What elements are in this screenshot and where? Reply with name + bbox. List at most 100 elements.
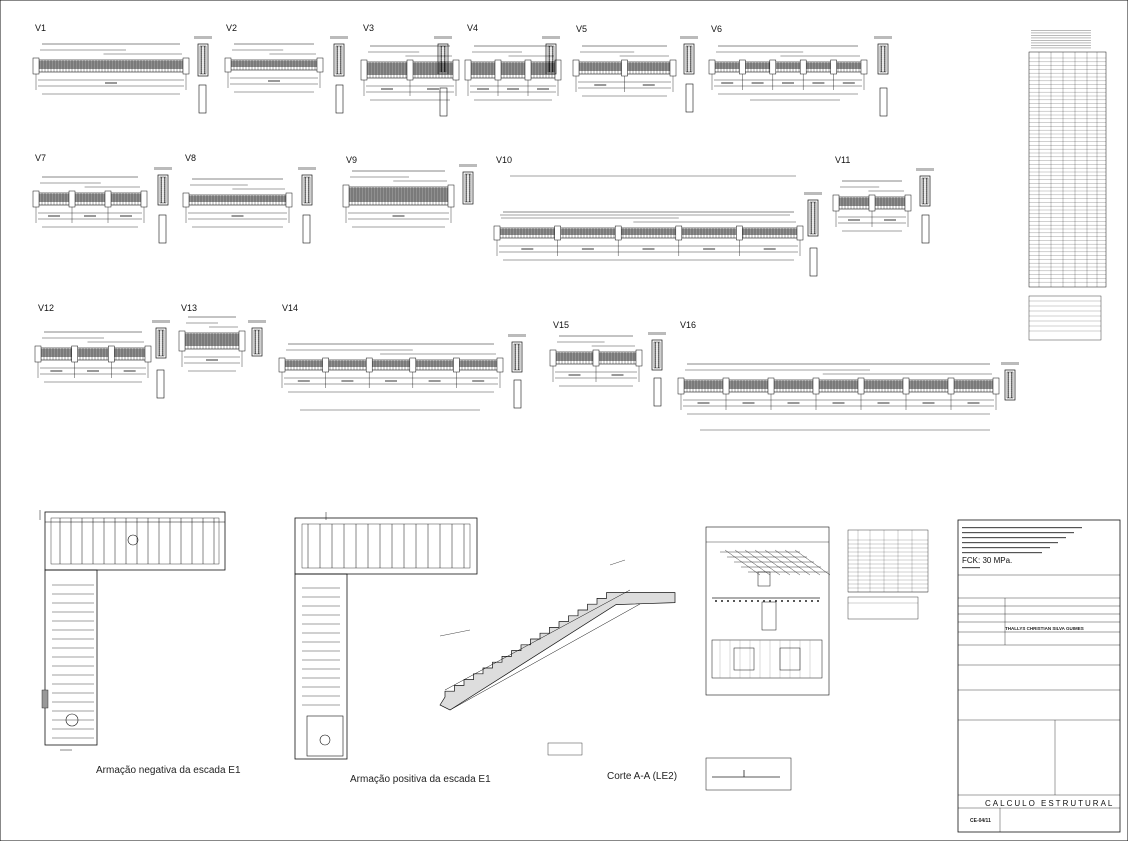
rebar-dot: [551, 50, 554, 52]
support-box: [182, 192, 190, 208]
rebar-dot: [880, 46, 883, 48]
rebar-dot: [775, 600, 777, 602]
caption-positive-stair: Armação positiva da escada E1: [350, 774, 491, 785]
rebar-dot: [811, 600, 813, 602]
rebar-dot: [654, 350, 657, 352]
rebar-dot: [657, 358, 660, 360]
rebar-dot: [880, 48, 883, 50]
rebar-dot: [925, 186, 928, 188]
support-box: [736, 225, 743, 241]
rebar-dot: [880, 58, 883, 60]
rebar-dot: [161, 330, 164, 332]
section-stirrup: [513, 343, 521, 371]
rebar-dot: [689, 50, 692, 52]
stirrup-detail-v1: [198, 84, 207, 114]
rebar-dot: [465, 200, 468, 202]
rebar-dot: [160, 187, 163, 189]
rebar-dot: [925, 192, 928, 194]
rebar-dot: [440, 50, 443, 52]
rebar-dot: [883, 46, 886, 48]
section-outline: [437, 43, 449, 75]
support-box: [722, 377, 730, 395]
support-box: [832, 194, 840, 212]
beams-layer: [32, 36, 1019, 431]
beam-v3: [360, 45, 460, 101]
rebar-dot: [161, 336, 164, 338]
rebar-dot: [307, 185, 310, 187]
rebar-dot: [304, 197, 307, 199]
rebar-dot: [654, 356, 657, 358]
rebar-dot: [339, 62, 342, 64]
dim-label-block: [967, 402, 980, 404]
rebar-dot: [304, 183, 307, 185]
support-box: [322, 357, 329, 373]
stirrup-detail-v2: [335, 84, 344, 114]
rebar-dot: [339, 60, 342, 62]
grid-bar: [754, 549, 791, 576]
rebar-dot: [551, 60, 554, 62]
support-box: [32, 57, 40, 75]
rebar-dot: [160, 189, 163, 191]
rebar-dot: [654, 366, 657, 368]
rebar-dot: [257, 340, 260, 342]
support-box: [453, 357, 460, 373]
drain-circle: [319, 734, 331, 746]
rebar-dot: [733, 600, 735, 602]
dim-label-block: [697, 402, 710, 404]
rebar-dot: [813, 210, 816, 212]
rebar-dot: [793, 600, 795, 602]
rebar-dot: [443, 46, 446, 48]
rebar-dot: [883, 66, 886, 68]
rebar-dot: [689, 62, 692, 64]
base-box: [306, 715, 344, 757]
section-v14: [508, 334, 526, 373]
section-outline: [511, 341, 523, 373]
table-head-text: [1031, 47, 1091, 49]
rebar-table: [1028, 30, 1107, 341]
rebar-dot: [304, 185, 307, 187]
rebar-dot: [810, 204, 813, 206]
rebar-dot: [158, 340, 161, 342]
rebar-dot: [551, 66, 554, 68]
rebar-dot: [443, 48, 446, 50]
rebar-dot: [254, 340, 257, 342]
rebar-dot: [161, 352, 164, 354]
rebar-dot: [465, 196, 468, 198]
rebar-dot: [922, 202, 925, 204]
rebar-dot: [203, 50, 206, 52]
rebar-dot: [336, 50, 339, 52]
rebar-dot: [307, 177, 310, 179]
rebar-dot: [813, 232, 816, 234]
table-head-text: [1031, 30, 1091, 31]
rebar-dot: [158, 354, 161, 356]
support-box: [868, 194, 876, 212]
rebar-dot: [657, 352, 660, 354]
dim-label-block: [507, 88, 519, 90]
rebar-dot: [158, 348, 161, 350]
rebar-dot: [336, 46, 339, 48]
rebar-dot: [883, 62, 886, 64]
rebar-dot: [1007, 396, 1010, 398]
rebar-dot: [883, 52, 886, 54]
rebar-dot: [465, 182, 468, 184]
rebar-dot: [254, 332, 257, 334]
table-head-text: [1031, 45, 1091, 46]
stairs-layer: [39, 510, 676, 760]
rebar-dot: [254, 350, 257, 352]
rebar-dot: [1007, 388, 1010, 390]
rebar-dot: [257, 352, 260, 354]
section-v3: [434, 36, 452, 75]
table-head-text: [1031, 32, 1091, 34]
rebar-dot: [440, 70, 443, 72]
rebar-dot: [922, 188, 925, 190]
rebar-dot: [810, 228, 813, 230]
rebar-dot: [514, 360, 517, 362]
rebar-dot: [257, 332, 260, 334]
rebar-dot: [200, 52, 203, 54]
rebar-dot: [163, 197, 166, 199]
beam-body: [496, 227, 801, 239]
rebar-dot: [514, 362, 517, 364]
rebar-dot: [336, 64, 339, 66]
rebar-dot: [200, 72, 203, 74]
support-box: [144, 345, 152, 363]
